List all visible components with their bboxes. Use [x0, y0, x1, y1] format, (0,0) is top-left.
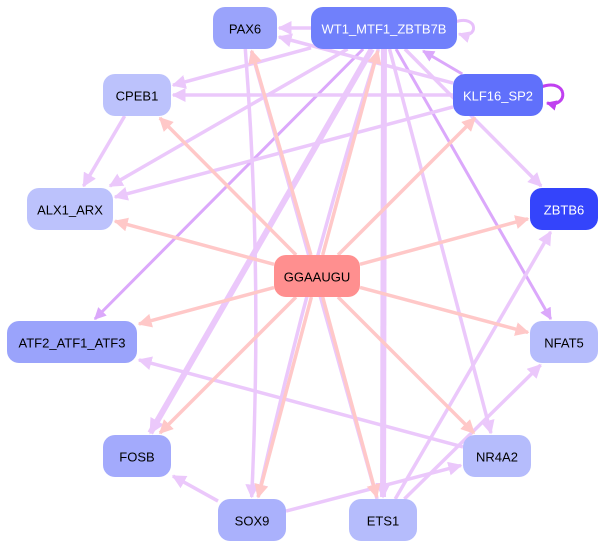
node-label: PAX6 [229, 22, 261, 37]
edge-ggaaugu-to-zbtb6 [359, 215, 530, 267]
edge-ggaaugu-to-atf2 [137, 285, 275, 328]
edge-klf16-to-wt1 [422, 49, 464, 76]
edge-ggaaugu-to-nr4a2 [336, 295, 476, 435]
node-fosb[interactable]: FOSB [103, 435, 171, 477]
node-box[interactable] [7, 321, 137, 363]
edge-sox9-to-fosb [171, 474, 219, 503]
node-klf16[interactable]: KLF16_SP2 [453, 74, 543, 116]
node-label: ALX1_ARX [37, 203, 103, 218]
node-label: ZBTB6 [544, 203, 584, 218]
node-box[interactable] [218, 499, 286, 541]
node-box[interactable] [103, 74, 171, 116]
node-box[interactable] [27, 188, 113, 230]
node-ets1[interactable]: ETS1 [349, 499, 417, 541]
node-box[interactable] [530, 321, 598, 363]
node-ggaaugu[interactable]: GGAAUGU [274, 255, 360, 297]
edge-klf16-to-pax6 [277, 33, 454, 85]
edge-klf16-to-alx1 [113, 105, 454, 201]
node-cpeb1[interactable]: CPEB1 [103, 74, 171, 116]
node-label: NFAT5 [544, 336, 584, 351]
node-sox9[interactable]: SOX9 [218, 499, 286, 541]
node-box[interactable] [311, 7, 457, 49]
node-label: SOX9 [235, 514, 270, 529]
node-pax6[interactable]: PAX6 [213, 7, 277, 49]
node-box[interactable] [349, 499, 417, 541]
node-label: FOSB [119, 450, 154, 465]
edge-wt1-to-cpeb1 [171, 46, 312, 89]
node-label: CPEB1 [116, 89, 159, 104]
edge-nr4a2-to-atf2 [137, 356, 464, 449]
edge-ggaaugu-to-sox9 [254, 296, 314, 499]
nodes-layer: PAX6 WT1_MTF1_ZBTB7B KLF16_SP2 CPEB1ALX1_AR… [7, 7, 598, 541]
node-label: NR4A2 [476, 450, 518, 465]
node-label: ATF2_ATF1_ATF3 [19, 336, 126, 351]
edge-ggaaugu-to-nfat5 [359, 285, 530, 336]
node-label: WT1_MTF1_ZBTB7B [322, 22, 447, 37]
edge-wt1-to-wt1 [454, 19, 475, 43]
edge-ggaaugu-to-wt1 [320, 49, 382, 256]
node-box[interactable] [453, 74, 543, 116]
node-box[interactable] [463, 435, 531, 477]
edge-ggaaugu-to-alx1 [113, 217, 275, 267]
edge-ggaaugu-to-fosb [158, 295, 298, 435]
node-box[interactable] [213, 7, 277, 49]
node-box[interactable] [530, 188, 598, 230]
edge-ggaaugu-to-pax6 [248, 49, 313, 256]
edge-wt1-to-fosb [147, 47, 375, 435]
node-nfat5[interactable]: NFAT5 [530, 321, 598, 363]
edge-ggaaugu-to-cpeb1 [158, 116, 298, 257]
edge-wt1-to-alx1 [108, 47, 349, 188]
node-label: KLF16_SP2 [463, 89, 533, 104]
edge-cpeb1-to-alx1 [82, 115, 127, 188]
node-zbtb6[interactable]: ZBTB6 [530, 188, 598, 230]
node-atf2[interactable]: ATF2_ATF1_ATF3 [7, 321, 137, 363]
node-label: ETS1 [367, 514, 400, 529]
node-wt1[interactable]: WT1_MTF1_ZBTB7B [311, 7, 457, 49]
edge-pax6-to-sox9 [243, 48, 260, 499]
edge-ggaaugu-to-klf16 [336, 116, 477, 257]
edge-klf16-to-klf16 [540, 83, 565, 111]
node-box[interactable] [274, 255, 360, 297]
node-box[interactable] [103, 435, 171, 477]
node-alx1[interactable]: ALX1_ARX [27, 188, 113, 230]
edge-ggaaugu-to-ets1 [320, 296, 381, 499]
node-label: GGAAUGU [284, 270, 350, 285]
node-nr4a2[interactable]: NR4A2 [463, 435, 531, 477]
edge-wt1-to-ets1 [375, 48, 391, 499]
edge-ets1-to-zbtb6 [393, 230, 553, 500]
